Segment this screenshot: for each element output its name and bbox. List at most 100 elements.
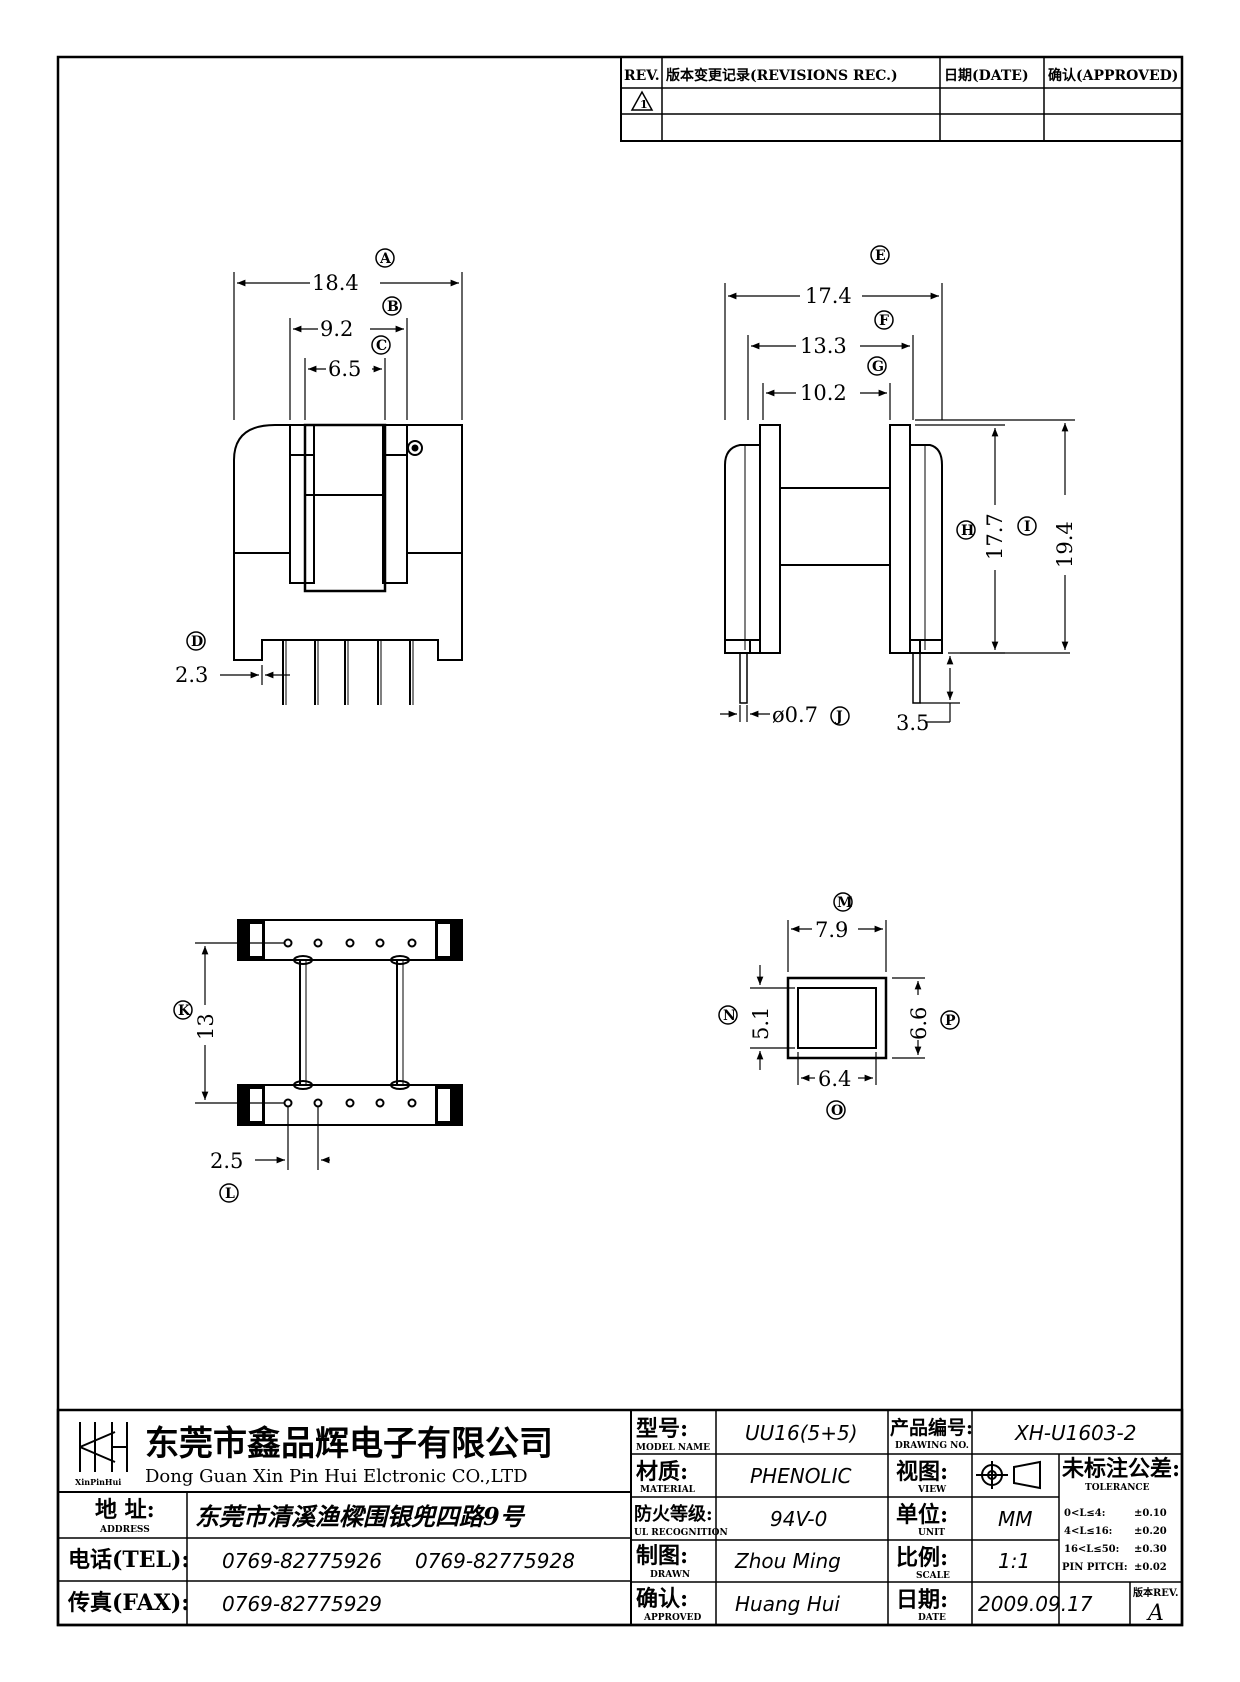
scale-label: 比例: [896, 1545, 948, 1571]
svg-text:J: J [834, 709, 843, 725]
view-label: 视图: [896, 1459, 948, 1485]
date-header: 日期(DATE) [944, 68, 1029, 84]
balloon-b: B [382, 296, 402, 316]
drawing-no-value: XH-U1603-2 [1014, 1421, 1136, 1445]
dim-19-4: 19.4 [1053, 521, 1077, 568]
svg-text:I: I [1024, 519, 1031, 535]
material-label-en: MATERIAL [640, 1485, 696, 1495]
svg-text:H: H [961, 523, 974, 539]
address-label-en: ADDRESS [99, 1525, 150, 1535]
balloon-m: M [833, 892, 853, 912]
dim-17-4: 17.4 [805, 284, 852, 308]
projection-symbol-icon [976, 1460, 1041, 1490]
fire-value: 94V-0 [770, 1507, 827, 1531]
fire-label: 防火等级: [634, 1503, 713, 1525]
drawn-label-en: DRAWN [650, 1570, 690, 1580]
dim-6-5: 6.5 [328, 357, 361, 381]
svg-text:C: C [376, 338, 387, 354]
balloon-a: A [375, 248, 395, 268]
dim-13: 13 [194, 1013, 218, 1040]
fax-value: 0769-82775929 [222, 1592, 382, 1616]
balloon-d: D [186, 631, 206, 651]
drawn-value: Zhou Ming [734, 1549, 841, 1573]
bottom-view [237, 919, 463, 1126]
svg-text:K: K [178, 1003, 191, 1019]
material-label: 材质: [636, 1459, 688, 1485]
side-view [724, 424, 943, 704]
balloon-o: O [826, 1100, 846, 1120]
balloon-i: I [1017, 516, 1037, 536]
front-view [233, 423, 463, 705]
tolerance-value-1: ±0.10 [1134, 1508, 1167, 1519]
unit-value: MM [998, 1507, 1033, 1531]
core-window-dimensions [750, 920, 925, 1085]
logo-text: XinPinHui [75, 1477, 121, 1487]
approved-value: Huang Hui [735, 1592, 840, 1616]
fax-label: 传真(FAX): [67, 1590, 189, 1616]
balloon-g: G [867, 356, 887, 376]
date-label: 日期: [896, 1587, 948, 1613]
dim-3-5: 3.5 [896, 711, 929, 735]
address-value: 东莞市清溪渔樑围银兜四路9号 [195, 1502, 526, 1531]
tolerance-range-4: PIN PITCH: [1062, 1562, 1128, 1573]
dim-7-9: 7.9 [815, 918, 848, 942]
drawn-label: 制图: [636, 1543, 688, 1569]
balloon-h: H [956, 520, 976, 540]
svg-text:N: N [723, 1008, 736, 1024]
drawing-no-label: 产品编号: [890, 1416, 973, 1439]
dim-2-5: 2.5 [210, 1149, 243, 1173]
company-name-cn: 东莞市鑫品辉电子有限公司 [145, 1424, 553, 1464]
fire-label-en: UL RECOGNITION [634, 1528, 728, 1538]
tolerance-label: 未标注公差: [1062, 1456, 1180, 1482]
model-label-en: MODEL NAME [636, 1443, 710, 1453]
dim-5-1: 5.1 [749, 1007, 773, 1040]
dim-18-4: 18.4 [312, 271, 359, 295]
dim-10-2: 10.2 [800, 381, 847, 405]
svg-text:E: E [875, 248, 886, 264]
balloon-c: C [371, 335, 391, 355]
svg-text:1: 1 [640, 98, 648, 111]
address-label: 地 址: [95, 1497, 155, 1523]
balloon-p: P [940, 1010, 960, 1030]
date-label-en: DATE [918, 1613, 946, 1623]
tolerance-label-en: TOLERANCE [1085, 1483, 1150, 1493]
company-logo [79, 1422, 128, 1472]
tel-label: 电话(TEL): [68, 1547, 190, 1573]
rev-header: REV. [624, 68, 660, 84]
dim-6-4: 6.4 [818, 1067, 851, 1091]
balloon-k: K [173, 1000, 193, 1020]
material-value: PHENOLIC [750, 1464, 851, 1488]
scale-value: 1:1 [998, 1549, 1030, 1573]
company-name-en: Dong Guan Xin Pin Hui Elctronic CO.,LTD [145, 1466, 528, 1487]
dim-2-3: 2.3 [175, 663, 208, 687]
balloon-e: E [870, 245, 890, 265]
svg-text:O: O [831, 1103, 843, 1119]
model-label: 型号: [636, 1416, 688, 1442]
balloon-l: L [219, 1183, 239, 1203]
svg-text:A: A [379, 251, 392, 267]
tolerance-value-2: ±0.20 [1134, 1526, 1167, 1537]
approved-header: 确认(APPROVED) [1048, 67, 1178, 84]
approved-label: 确认: [636, 1586, 688, 1612]
tolerance-value-4: ±0.02 [1134, 1562, 1167, 1573]
sheet-border [56, 55, 1184, 1627]
revisions-record-header: 版本变更记录(REVISIONS REC.) [666, 67, 898, 84]
date-value: 2009.09.17 [978, 1592, 1093, 1616]
rev-value: A [1146, 1601, 1164, 1626]
dim-6-6: 6.6 [907, 1007, 931, 1040]
svg-text:L: L [225, 1186, 235, 1202]
side-view-dimensions [720, 283, 1075, 723]
dim-pin-diameter: ø0.7 [772, 703, 818, 727]
balloon-f: F [874, 310, 894, 330]
tolerance-range-2: 4<L≤16: [1064, 1526, 1112, 1537]
dim-13-3: 13.3 [800, 334, 847, 358]
rev-label: 版本REV. [1133, 1586, 1178, 1599]
tolerance-range-1: 0<L≤4: [1064, 1508, 1105, 1519]
title-block [56, 1408, 1184, 1627]
tolerance-range-3: 16<L≤50: [1064, 1544, 1119, 1555]
svg-text:D: D [191, 634, 203, 650]
dim-17-7: 17.7 [983, 513, 1007, 560]
tel-1: 0769-82775926 [222, 1549, 382, 1573]
model-value: UU16(5+5) [745, 1421, 858, 1445]
